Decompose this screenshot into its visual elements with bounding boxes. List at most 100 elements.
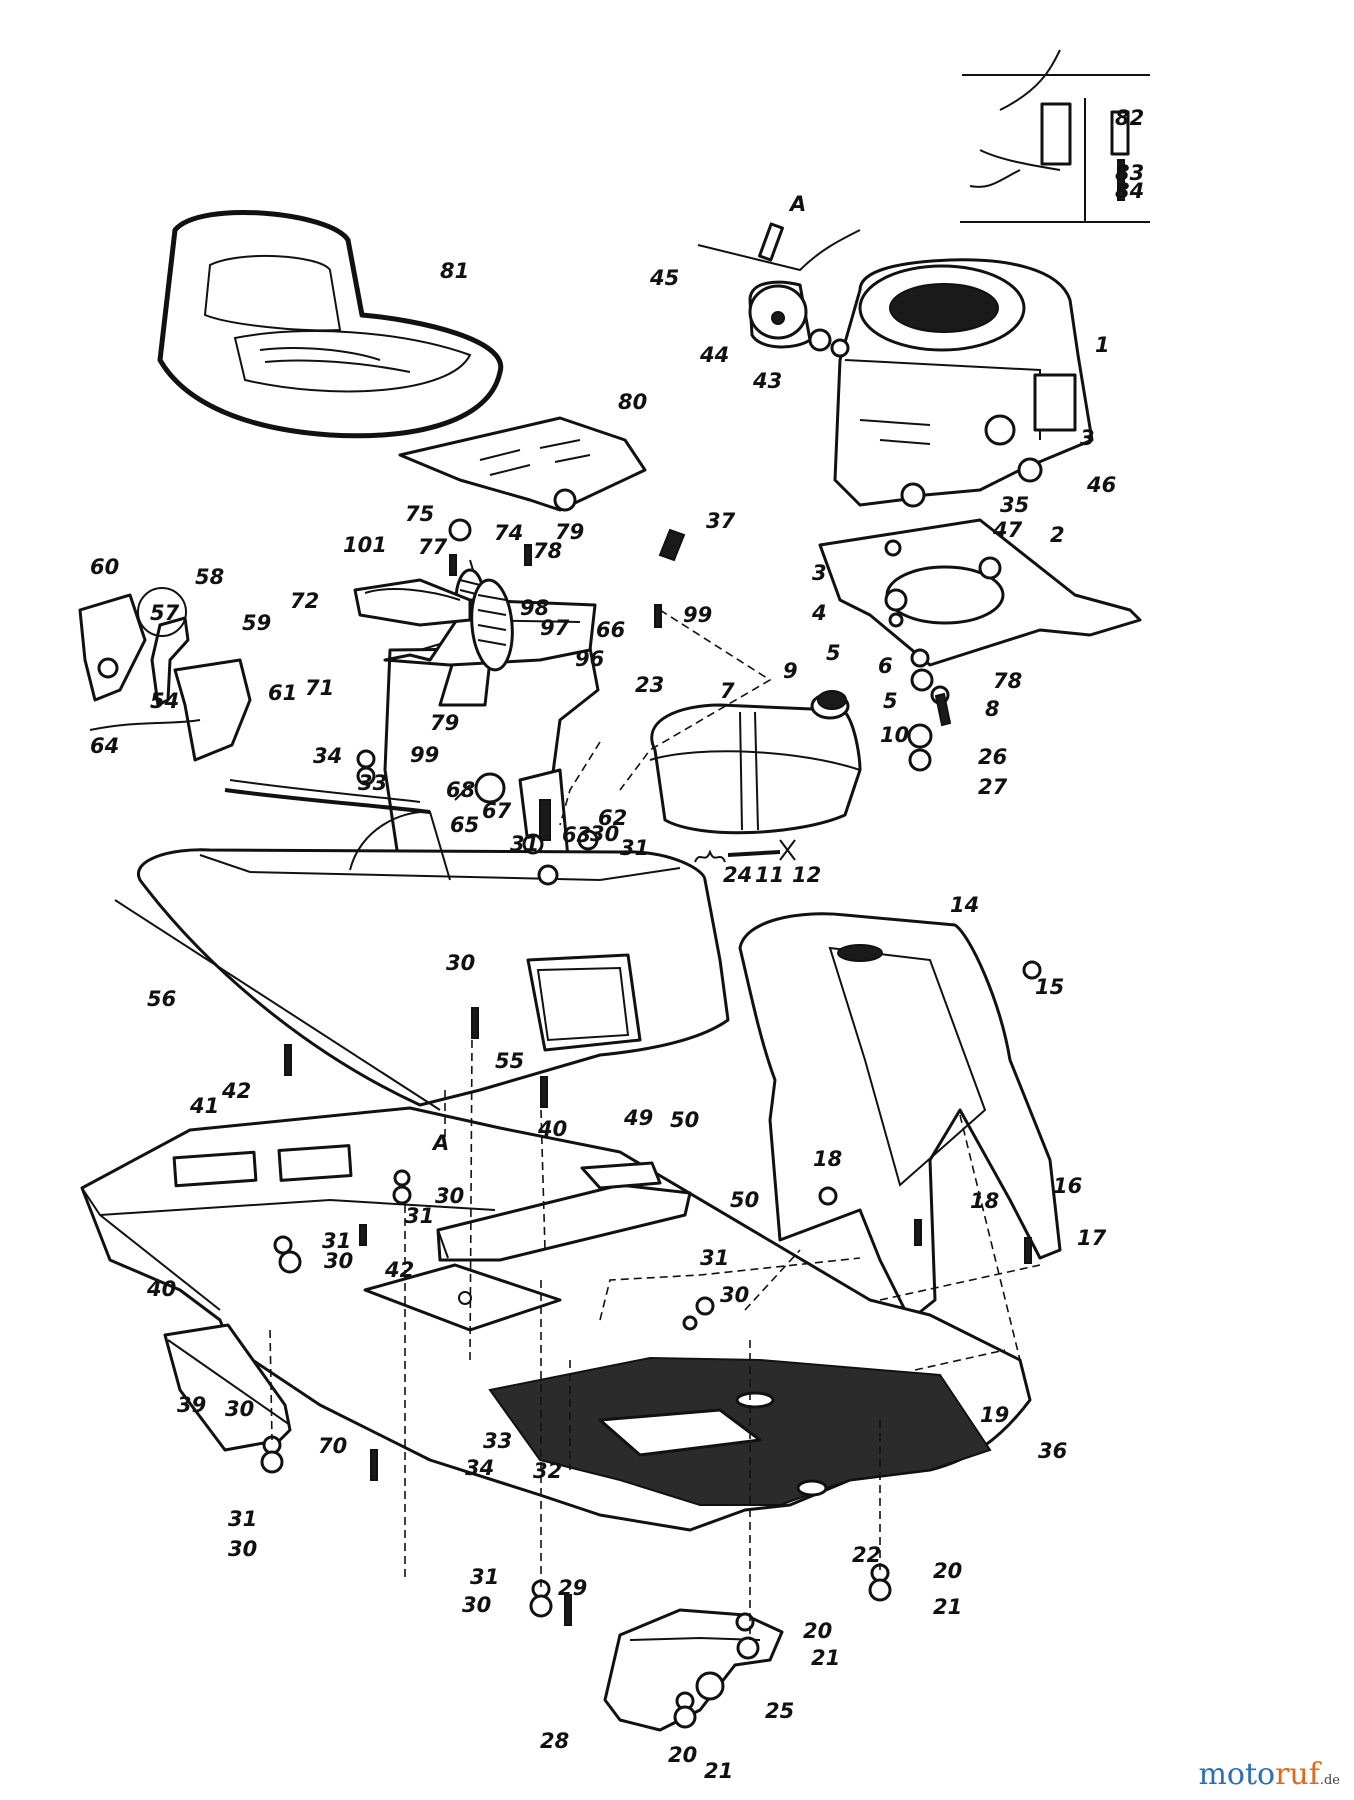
callout-a: A — [431, 1131, 449, 1155]
callout-36: 36 — [1038, 1439, 1067, 1463]
fuel-line — [694, 839, 796, 863]
callout-61: 61 — [268, 681, 297, 705]
callout-79: 79 — [430, 711, 459, 735]
callout-79: 79 — [555, 520, 584, 544]
callout-22: 22 — [852, 1543, 881, 1567]
fasteners — [260, 482, 1042, 1729]
callout-34: 34 — [313, 744, 342, 768]
callout-5: 5 — [883, 689, 898, 713]
seat-plate — [398, 416, 647, 512]
callout-60: 60 — [90, 555, 119, 579]
seat — [157, 209, 504, 439]
callout-46: 46 — [1086, 473, 1116, 497]
callout-80: 80 — [618, 390, 647, 414]
callout-14: 14 — [950, 893, 979, 917]
front-plate — [163, 1323, 292, 1452]
callout-18: 18 — [970, 1189, 999, 1213]
callout-40: 40 — [537, 1117, 567, 1141]
callout-54: 54 — [150, 689, 179, 713]
callout-12: 12 — [792, 863, 821, 887]
callout-18: 18 — [813, 1147, 842, 1171]
rear-bracket — [603, 1608, 784, 1732]
callout-30: 30 — [590, 822, 619, 846]
callout-21: 21 — [704, 1759, 733, 1783]
callout-21: 21 — [811, 1646, 840, 1670]
callout-31: 31 — [620, 836, 649, 860]
callout-77: 77 — [418, 535, 448, 559]
engine-plate — [818, 518, 1142, 667]
callout-21: 21 — [933, 1595, 962, 1619]
fender — [738, 912, 1062, 1322]
callout-44: 44 — [699, 343, 729, 367]
callout-7: 7 — [720, 679, 735, 703]
callout-81: 81 — [440, 259, 469, 283]
callout-71: 71 — [305, 676, 334, 700]
callout-41: 41 — [189, 1094, 219, 1118]
watermark-part2: ruf — [1275, 1757, 1320, 1792]
callout-68: 68 — [446, 778, 475, 802]
callout-56: 56 — [147, 987, 176, 1011]
callout-31: 31 — [322, 1229, 351, 1253]
callout-65: 65 — [450, 813, 479, 837]
callout-74: 74 — [494, 521, 523, 545]
callout-28: 28 — [540, 1729, 569, 1753]
callout-83: 83 — [1115, 161, 1144, 185]
callout-29: 29 — [558, 1576, 587, 1600]
starter-unit — [697, 222, 861, 358]
callout-63: 63 — [562, 823, 591, 847]
callout-78: 78 — [533, 539, 562, 563]
callout-42: 42 — [221, 1079, 251, 1103]
callout-98: 98 — [520, 596, 549, 620]
callout-3: 3 — [1080, 426, 1095, 450]
callout-4: 4 — [811, 601, 827, 625]
callout-26: 26 — [978, 745, 1007, 769]
hood — [114, 810, 730, 1111]
callout-70: 70 — [318, 1434, 347, 1458]
callout-30: 30 — [435, 1184, 464, 1208]
callout-20: 20 — [803, 1619, 832, 1643]
callout-75: 75 — [405, 502, 434, 526]
callout-11: 11 — [755, 863, 784, 887]
fuel-tank — [649, 690, 862, 835]
callout-34: 34 — [465, 1456, 494, 1480]
callout-33: 33 — [483, 1429, 512, 1453]
engine — [833, 258, 1094, 507]
callout-57: 57 — [150, 601, 180, 625]
assembly-lines — [269, 609, 1041, 1640]
callout-a: A — [788, 192, 806, 216]
callout-58: 58 — [195, 565, 224, 589]
callout-66: 66 — [596, 618, 625, 642]
callout-16: 16 — [1053, 1174, 1082, 1198]
callout-5: 5 — [826, 641, 841, 665]
callout-24: 24 — [723, 863, 752, 887]
inset-detail — [960, 49, 1150, 223]
callout-97: 97 — [540, 616, 570, 640]
callout-15: 15 — [1035, 975, 1064, 999]
callout-32: 32 — [533, 1459, 562, 1483]
callout-55: 55 — [495, 1049, 524, 1073]
callout-99: 99 — [683, 603, 712, 627]
floor-mat — [488, 1356, 992, 1506]
callout-31: 31 — [405, 1204, 434, 1228]
callout-78: 78 — [993, 669, 1022, 693]
watermark: motoruf.de — [1198, 1757, 1340, 1792]
callout-31: 31 — [228, 1507, 257, 1531]
watermark-suffix: .de — [1319, 1773, 1340, 1788]
callout-39: 39 — [177, 1393, 206, 1417]
callout-84: 84 — [1115, 179, 1144, 203]
callout-59: 59 — [242, 611, 271, 635]
callout-30: 30 — [462, 1593, 491, 1617]
callout-64: 64 — [90, 734, 119, 758]
callout-25: 25 — [765, 1699, 794, 1723]
callout-42: 42 — [384, 1258, 414, 1282]
callout-20: 20 — [668, 1743, 697, 1767]
callout-1: 1 — [1095, 333, 1110, 357]
callout-45: 45 — [649, 266, 679, 290]
callout-101: 101 — [343, 533, 387, 557]
callout-50: 50 — [730, 1188, 759, 1212]
callout-62: 62 — [598, 806, 627, 830]
callout-72: 72 — [290, 589, 319, 613]
callout-2: 2 — [1050, 523, 1065, 547]
callout-37: 37 — [706, 509, 736, 533]
